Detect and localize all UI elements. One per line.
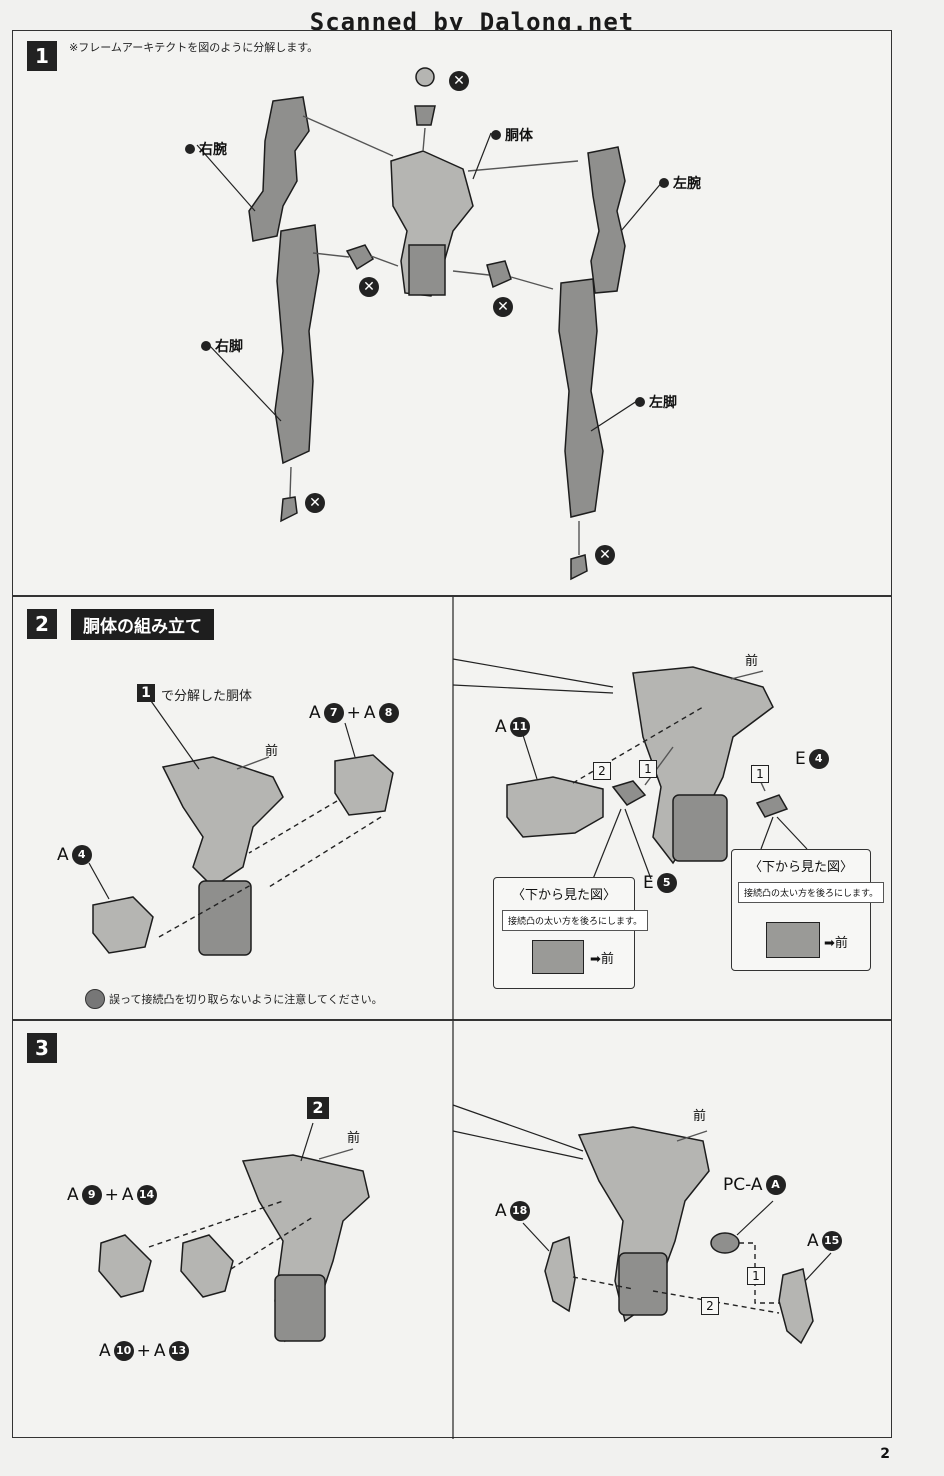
callout-left-part [532, 940, 584, 974]
front-label-right-3: 前 [693, 1109, 707, 1124]
order-marker-3-1: 1 [747, 1267, 765, 1285]
caution-icon [85, 989, 105, 1009]
front-label-left: 前 [265, 744, 279, 759]
remove-mark-left-foot: ✕ [595, 545, 615, 565]
label-left-arm: 左腕 [659, 173, 701, 193]
callout-right-front: ➡前 [824, 936, 848, 951]
step-3-number: 3 [27, 1033, 57, 1063]
order-marker-2: 2 [593, 762, 611, 780]
step-3-ref-badge: 2 [307, 1097, 329, 1119]
page-number: 2 [880, 1446, 890, 1462]
remove-mark-right-hip: ✕ [359, 277, 379, 297]
caution-text: 誤って接続凸を切り取らないように注意してください。 [109, 993, 383, 1006]
callout-left-note: 接続凸の太い方を後ろにします。 [502, 910, 649, 931]
callout-bottom-view-right: 〈下から見た図〉 接続凸の太い方を後ろにします。 ➡前 [731, 849, 885, 971]
label-left-leg: 左脚 [635, 392, 677, 412]
order-marker-1b: 1 [751, 765, 769, 783]
remove-mark-right-foot: ✕ [305, 493, 325, 513]
callout-left-front: ➡前 [590, 952, 614, 967]
callout-right-title: 〈下から見た図〉 [748, 860, 853, 875]
step-2-title: 胴体の組み立て [71, 609, 214, 640]
callout-left-title: 〈下から見た図〉 [511, 888, 616, 903]
callout-right-part [766, 922, 820, 958]
step-1-note: ※フレームアーキテクトを図のように分解します。 [69, 41, 319, 54]
step-3-diagram [98, 1021, 832, 1439]
step-1-number: 1 [27, 41, 57, 71]
front-label-left-3: 前 [347, 1131, 361, 1146]
callout-bottom-view-left: 〈下から見た図〉 接続凸の太い方を後ろにします。 ➡前 [493, 877, 649, 989]
step-2-panel: 2 胴体の組み立て [12, 596, 892, 1021]
remove-mark-left-hip: ✕ [493, 297, 513, 317]
front-label-right: 前 [745, 654, 759, 669]
order-marker-1a: 1 [639, 760, 657, 778]
callout-right-note: 接続凸の太い方を後ろにします。 [738, 882, 885, 903]
step-1-diagram [196, 67, 664, 581]
remove-mark-head: ✕ [449, 71, 469, 91]
label-torso: 胴体 [491, 125, 533, 145]
label-right-arm: 右腕 [185, 139, 227, 159]
step-2-diagram [88, 597, 808, 1021]
step-1-panel: 1 ※フレームアーキテクトを図のように分解します。 [12, 30, 892, 596]
step-2-ref-text: で分解した胴体 [161, 689, 253, 704]
step-2-ref-badge: 1 [137, 684, 155, 702]
step-2-number: 2 [27, 609, 57, 639]
order-marker-3-2: 2 [701, 1297, 719, 1315]
label-right-leg: 右脚 [201, 336, 243, 356]
